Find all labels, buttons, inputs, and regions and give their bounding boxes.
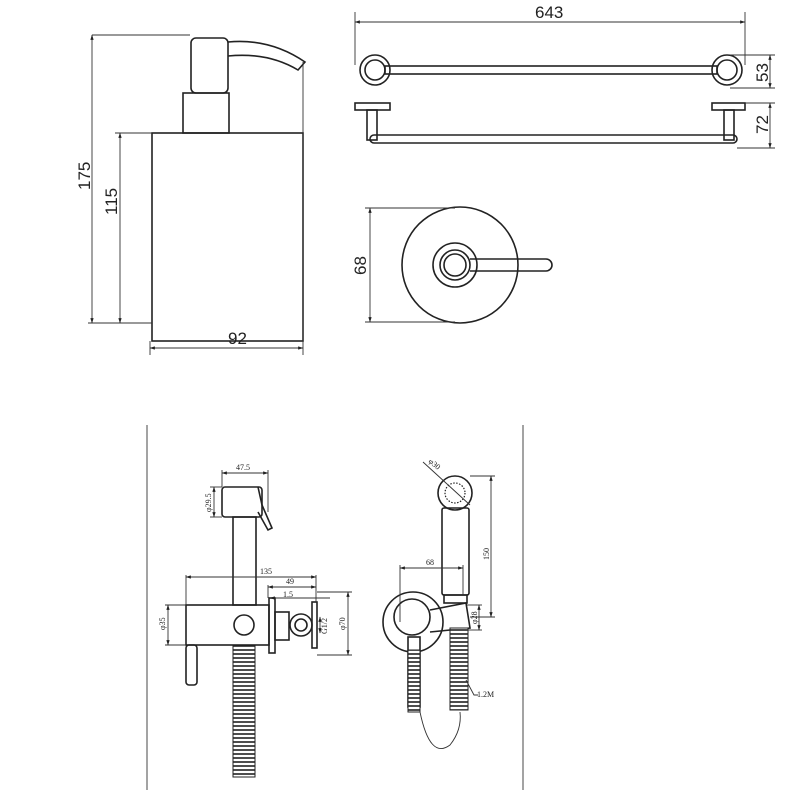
dim-68-front: 68: [426, 558, 434, 567]
round-view: 68: [351, 206, 553, 324]
dim-53: 53: [753, 63, 772, 82]
dim-hose-1-2m: 1.2M: [477, 690, 494, 699]
dim-phi-28: φ28: [470, 611, 479, 624]
dim-phi-30: φ30: [427, 457, 442, 472]
dim-643: 643: [535, 3, 563, 22]
dim-1-5: 1.5: [283, 590, 293, 599]
bidet-front-view: φ30 150 68 φ28 1.2M: [382, 457, 495, 750]
towel-bar-front: 643 53: [354, 3, 775, 89]
dim-47-5: 47.5: [236, 463, 250, 472]
dim-92: 92: [228, 329, 247, 348]
dim-phi-29-5: φ29.5: [204, 493, 213, 512]
towel-bar-side: 72: [354, 102, 775, 149]
bidet-side-view: 47.5 φ29.5 135 49 1.5 φ35 G1/2 φ70: [158, 463, 352, 778]
dim-72: 72: [753, 115, 772, 134]
soap-dispenser: 175 115 92: [75, 34, 307, 355]
dim-49: 49: [286, 577, 294, 586]
dim-135: 135: [260, 567, 272, 576]
dim-phi-35: φ35: [158, 617, 167, 630]
dim-115: 115: [102, 188, 121, 215]
dim-g1-2: G1/2: [320, 618, 329, 634]
dim-phi-70: φ70: [338, 617, 347, 630]
dim-150: 150: [482, 548, 491, 560]
dim-68: 68: [351, 256, 370, 275]
dim-175: 175: [75, 162, 94, 190]
